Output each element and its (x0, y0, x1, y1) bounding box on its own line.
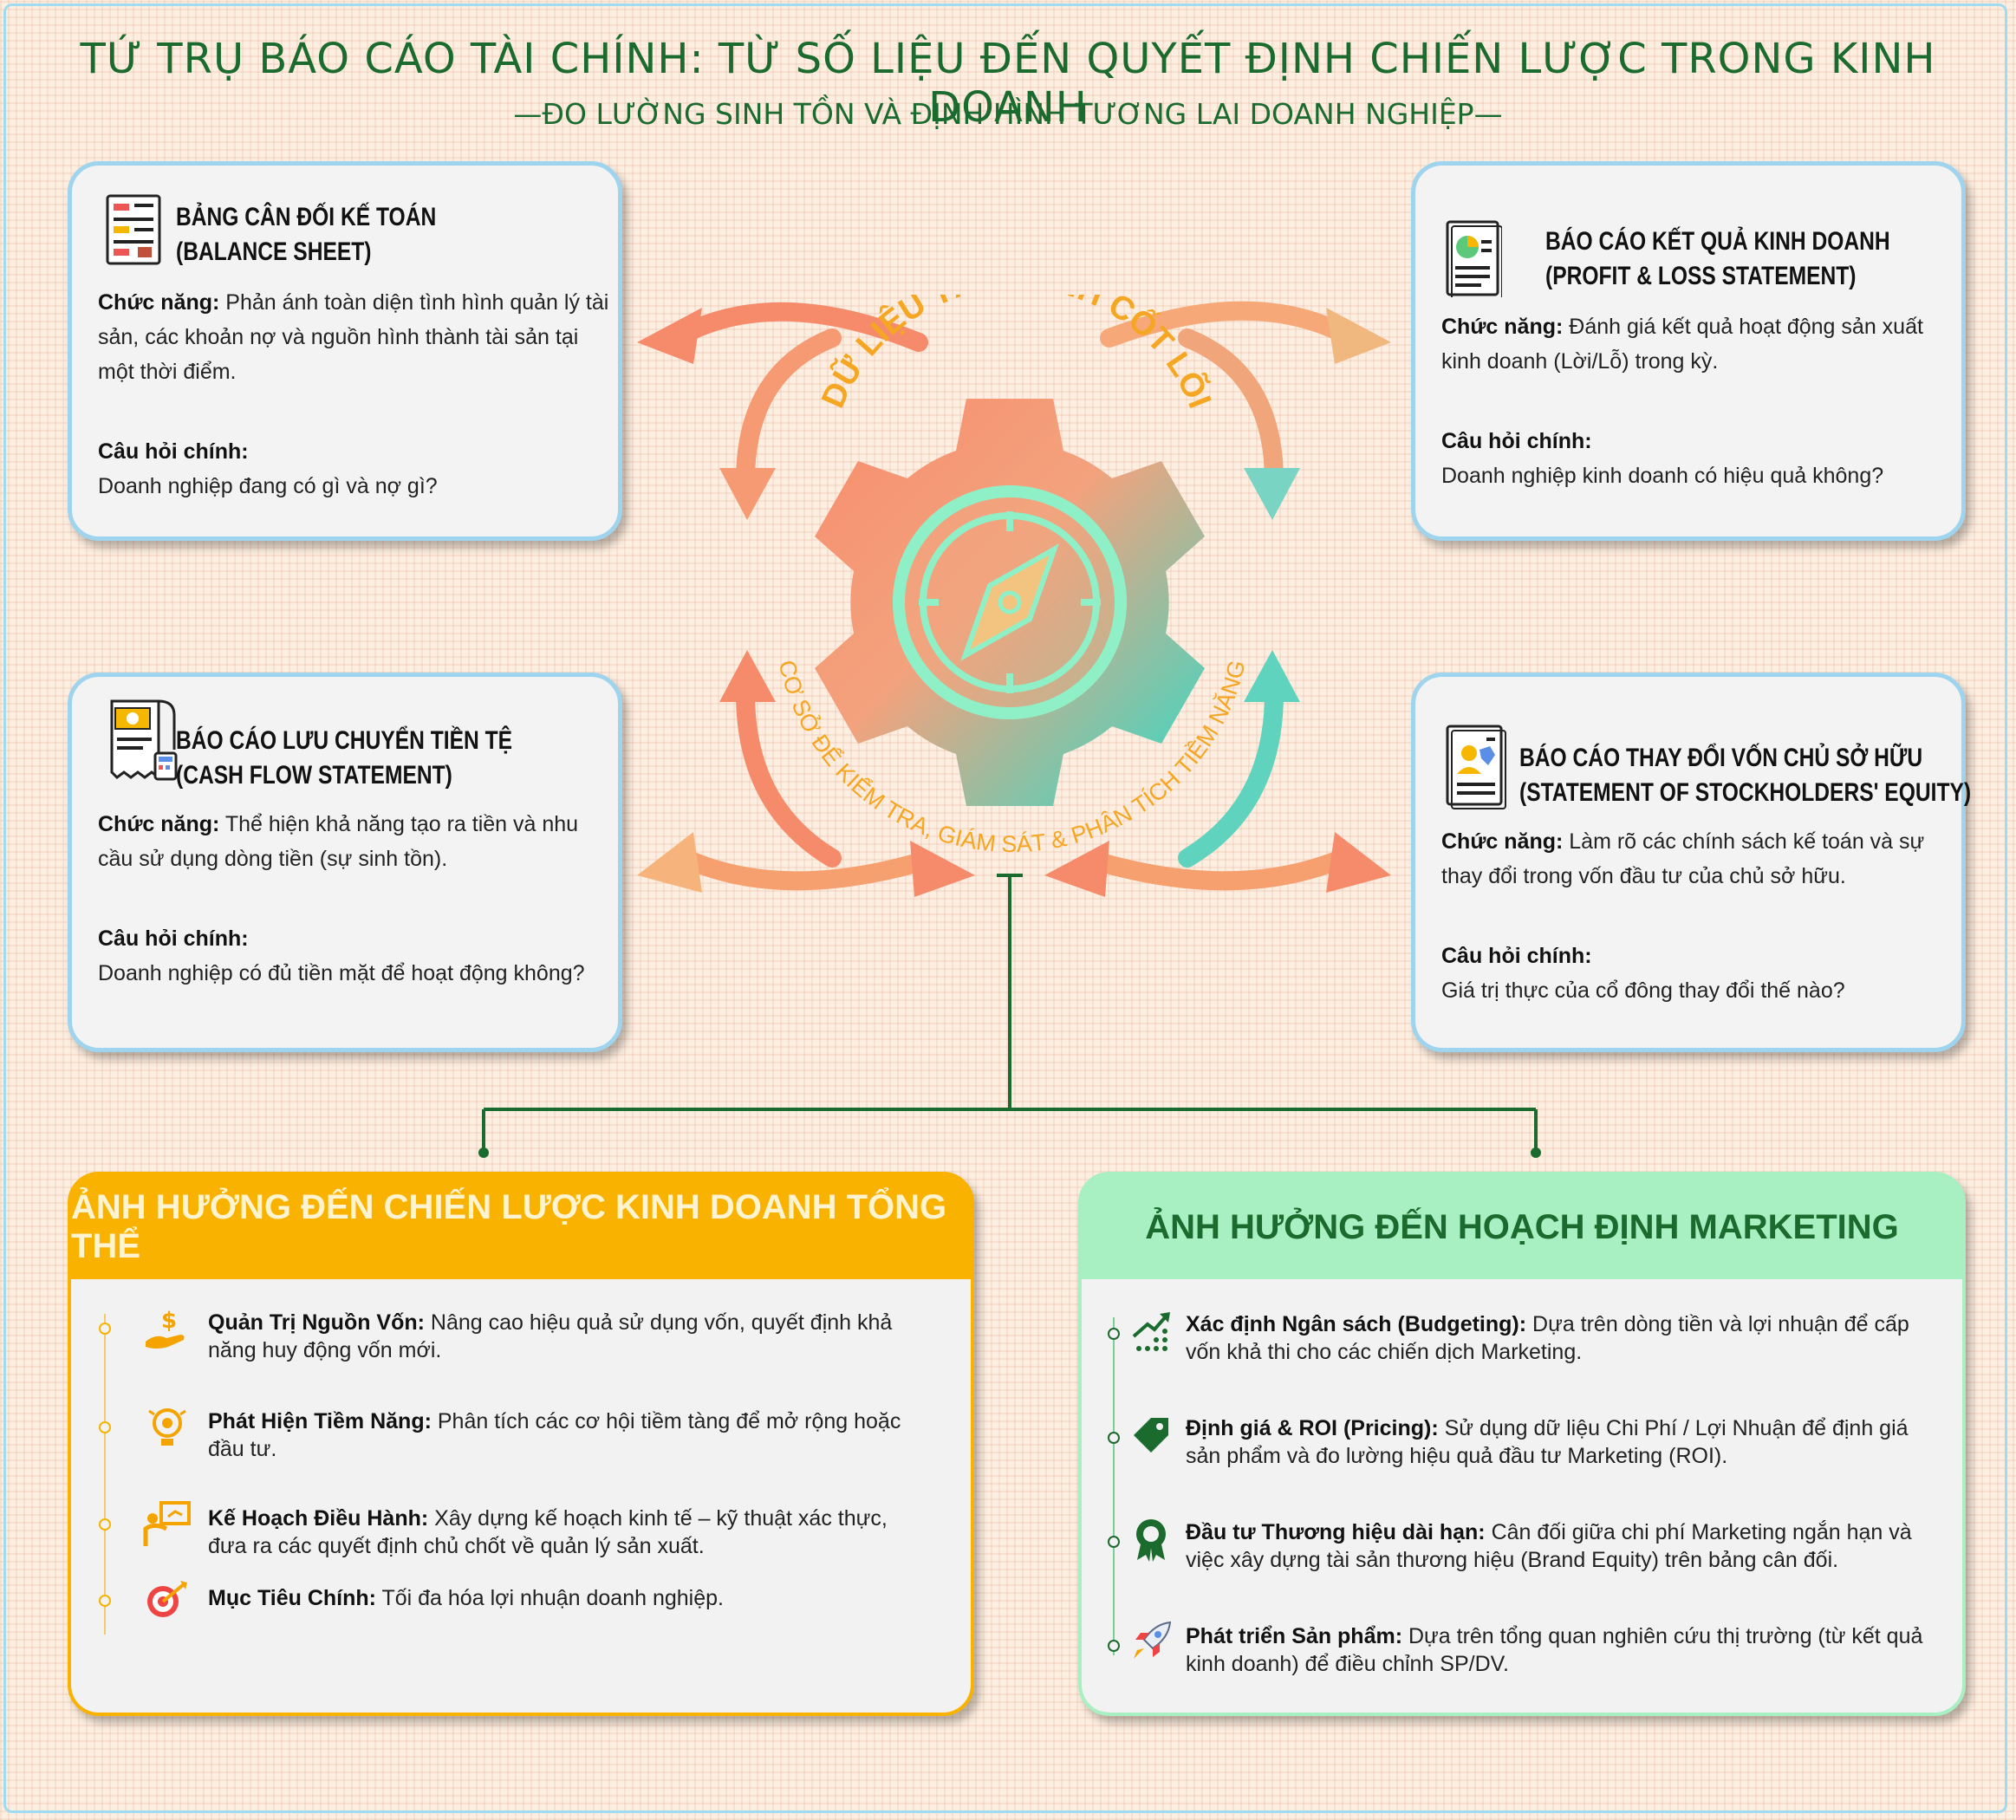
page-frame (3, 3, 2007, 1813)
strategy-item-2: Phát Hiện Tiềm Năng: Phân tích các cơ hộ… (208, 1409, 901, 1461)
svg-text:$: $ (161, 1308, 177, 1334)
lightbulb-icon (148, 1408, 186, 1446)
presentation-board-icon (143, 1501, 191, 1546)
marketing-panel: ẢNH HƯỞNG ĐẾN HOẠCH ĐỊNH MARKETING Xác đ… (1078, 1172, 1966, 1716)
timeline-dot (99, 1518, 111, 1531)
center-top-arc-text: DỮ LIỆU TÀI CHÍNH CỐT LÕI (815, 295, 1218, 413)
timeline-dot (1108, 1640, 1120, 1652)
strategy-item-3: Kế Hoạch Điều Hành: Xây dựng kế hoạch ki… (208, 1506, 888, 1558)
marketing-item-4: Phát triển Sản phẩm: Dựa trên tổng quan … (1186, 1624, 1923, 1676)
page-subtitle: —ĐO LƯỜNG SINH TỒN VÀ ĐỊNH HÌNH TƯƠNG LA… (513, 97, 1503, 131)
strategy-panel: ẢNH HƯỞNG ĐẾN CHIẾN LƯỢC KINH DOANH TỔNG… (68, 1172, 974, 1716)
marketing-panel-title: ẢNH HƯỞNG ĐẾN HOẠCH ĐỊNH MARKETING (1145, 1207, 1899, 1246)
pnl-card: BÁO CÁO KẾT QUẢ KINH DOANH (PROFIT & LOS… (1411, 161, 1966, 541)
center-diagram: DỮ LIỆU TÀI CHÍNH CỐT LÕI CƠ SỞ ĐỂ KIỂM … (637, 295, 1391, 897)
timeline-dot (1108, 1432, 1120, 1444)
cash-receipt-icon (110, 699, 178, 781)
balance-sheet-question: Câu hỏi chính: Doanh nghiệp đang có gì v… (98, 439, 438, 498)
arrow-left-bottom (637, 650, 975, 897)
target-icon (147, 1581, 187, 1617)
report-chart-icon (1446, 220, 1502, 297)
strategy-panel-body: $ Quản Trị Nguồn Vốn: Nâng cao hiệu quả … (71, 1279, 971, 1713)
arrow-right-top (1100, 301, 1391, 520)
money-hand-icon: $ (146, 1308, 185, 1349)
award-badge-icon (1136, 1519, 1166, 1562)
balance-sheet-card: BẢNG CÂN ĐỐI KẾ TOÁN (BALANCE SHEET) Chứ… (68, 161, 622, 541)
equity-title: BÁO CÁO THAY ĐỔI VỐN CHỦ SỞ HỮU (STATEME… (1519, 744, 1972, 807)
pnl-title: BÁO CÁO KẾT QUẢ KINH DOANH (PROFIT & LOS… (1545, 227, 1890, 290)
balance-sheet-title: BẢNG CÂN ĐỐI KẾ TOÁN (BALANCE SHEET) (176, 203, 437, 266)
marketing-timeline (1113, 1317, 1115, 1655)
growth-chart-icon (1132, 1312, 1170, 1351)
strategy-item-4: Mục Tiêu Chính: Tối đa hóa lợi nhuận doa… (208, 1586, 724, 1610)
cashflow-function: Chức năng: Thể hiện khả năng tạo ra tiền… (98, 812, 579, 871)
arrow-right-bottom (1044, 650, 1391, 897)
timeline-dot (1108, 1536, 1120, 1548)
timeline-dot (1108, 1328, 1120, 1340)
timeline-dot (99, 1323, 111, 1335)
cashflow-question: Câu hỏi chính: Doanh nghiệp có đủ tiền m… (98, 926, 585, 985)
balance-sheet-function: Chức năng: Phản ánh toàn diện tình hình … (98, 290, 609, 384)
cashflow-title: BÁO CÁO LƯU CHUYỂN TIỀN TỆ (CASH FLOW ST… (176, 726, 513, 790)
equity-function: Chức năng: Làm rõ các chính sách kế toán… (1441, 829, 1925, 888)
cashflow-card: BÁO CÁO LƯU CHUYỂN TIỀN TỆ (CASH FLOW ST… (68, 673, 622, 1052)
timeline-dot (99, 1595, 111, 1607)
marketing-panel-body: Xác định Ngân sách (Budgeting): Dựa trên… (1082, 1279, 1962, 1713)
strategy-panel-title: ẢNH HƯỞNG ĐẾN CHIẾN LƯỢC KINH DOANH TỔNG… (71, 1188, 947, 1265)
timeline-dot (99, 1421, 111, 1433)
connector-lines (478, 874, 1541, 1158)
page-title: TỨ TRỤ BÁO CÁO TÀI CHÍNH: TỪ SỐ LIỆU ĐẾN… (80, 35, 1936, 132)
equity-question: Câu hỏi chính: Giá trị thực của cổ đông … (1441, 944, 1845, 1003)
strategy-item-1: Quản Trị Nguồn Vốn: Nâng cao hiệu quả sử… (208, 1310, 893, 1362)
rocket-icon (1134, 1621, 1172, 1659)
marketing-item-3: Đầu tư Thương hiệu dài hạn: Cân đối giữa… (1186, 1520, 1912, 1572)
marketing-item-1: Xác định Ngân sách (Budgeting): Dựa trên… (1186, 1312, 1909, 1364)
arrow-left-top (637, 302, 928, 520)
compass-icon (960, 543, 1059, 661)
shareholder-report-icon (1446, 725, 1506, 809)
pnl-question: Câu hỏi chính: Doanh nghiệp kinh doanh c… (1441, 429, 1884, 488)
pnl-function: Chức năng: Đánh giá kết quả hoạt động sả… (1441, 315, 1923, 374)
price-tag-icon (1134, 1418, 1168, 1453)
balance-sheet-icon (106, 194, 161, 265)
strategy-timeline (104, 1314, 106, 1635)
marketing-item-2: Định giá & ROI (Pricing): Sử dụng dữ liệ… (1186, 1416, 1909, 1468)
equity-card: BÁO CÁO THAY ĐỔI VỐN CHỦ SỞ HỮU (STATEME… (1411, 673, 1971, 1052)
